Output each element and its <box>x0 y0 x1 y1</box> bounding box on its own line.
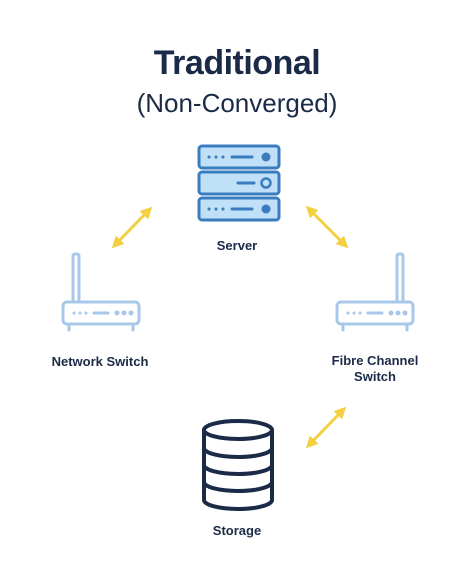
network-switch-label: Network Switch <box>51 354 149 369</box>
diagram-title: Traditional <box>153 44 321 82</box>
server-icon <box>197 144 281 222</box>
storage-label: Storage <box>212 523 262 538</box>
server-label: Server <box>216 238 258 253</box>
fibre-channel-switch-icon <box>335 252 415 332</box>
fibre-channel-switch-label: Fibre Channel Switch <box>331 353 419 384</box>
network-switch-icon <box>61 252 141 332</box>
storage-icon <box>202 419 274 511</box>
diagram-subtitle: (Non-Converged) <box>136 88 338 118</box>
